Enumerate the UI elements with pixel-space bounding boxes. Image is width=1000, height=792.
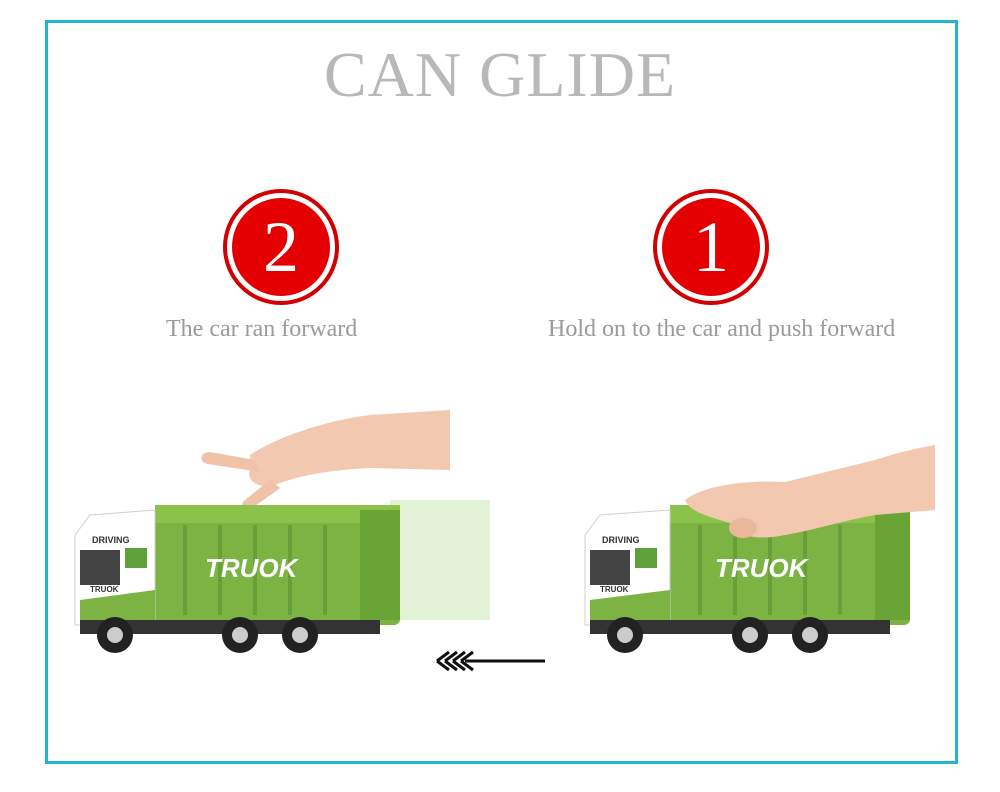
motion-blur: [390, 500, 490, 620]
step-1-caption: Hold on to the car and push forward: [548, 316, 896, 342]
step-1-number: 1: [662, 198, 760, 296]
pressing-hand-icon: [685, 445, 935, 538]
step-2-badge: 2: [223, 189, 339, 305]
right-cab-label: TRUOK: [600, 585, 629, 594]
step-2-caption: The car ran forward: [166, 316, 358, 342]
hand-icon: [201, 410, 450, 510]
right-truck-scene: DRIVING TRUOK TRUOK: [584, 445, 935, 653]
right-truck-brand: TRUOK: [715, 553, 810, 583]
page-title: CAN GLIDE: [323, 39, 677, 110]
right-driving-label: DRIVING: [602, 535, 640, 545]
image-frame: [45, 20, 958, 764]
step-2-number: 2: [232, 198, 330, 296]
step-1-badge: 1: [653, 189, 769, 305]
left-truck-brand: TRUOK: [205, 553, 300, 583]
direction-arrow-left-icon: [436, 650, 545, 672]
left-truck-scene: DRIVING TRUOK TRUOK: [74, 410, 490, 653]
left-driving-label: DRIVING: [92, 535, 130, 545]
left-truck: [74, 505, 400, 653]
right-truck: [584, 505, 910, 653]
left-cab-label: TRUOK: [90, 585, 119, 594]
